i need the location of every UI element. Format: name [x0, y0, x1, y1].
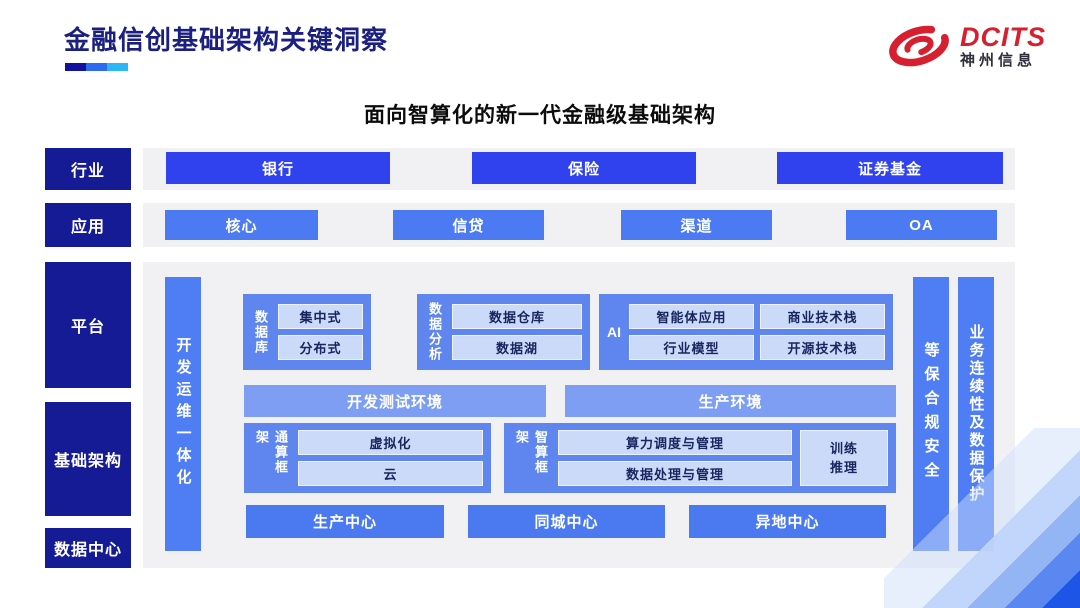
ai-group-label: AI	[607, 324, 621, 340]
sidebar-item-infrastructure: 基础架构	[45, 402, 131, 516]
ai-item-opensource-stack: 开源技术栈	[760, 335, 885, 360]
general-compute-label: 通算框架	[254, 430, 288, 475]
database-items: 集中式 分布式	[278, 301, 363, 363]
database-group: 数据库 集中式 分布式	[243, 294, 371, 370]
analytics-group-label: 数据分析	[427, 302, 442, 362]
pillar-business-continuity: 业务连续性及数据保护	[958, 277, 994, 551]
sidebar-item-application: 应用	[45, 203, 131, 247]
ai-item-commercial-stack: 商业技术栈	[760, 304, 885, 329]
page-title: 金融信创基础架构关键洞察	[64, 25, 389, 55]
industry-box-insurance: 保险	[472, 152, 696, 184]
database-item-centralized: 集中式	[278, 304, 363, 329]
app-box-core: 核心	[165, 210, 318, 240]
analytics-group: 数据分析 数据仓库 数据湖	[417, 294, 590, 370]
underline-segment-blue	[86, 63, 107, 71]
app-box-channel: 渠道	[621, 210, 772, 240]
datacenter-box-production: 生产中心	[246, 505, 444, 538]
database-group-label: 数据库	[253, 309, 268, 355]
industry-box-securities: 证券基金	[777, 152, 1003, 184]
ai-compute-group: 智算框架 算力调度与管理 数据处理与管理 训练推理	[504, 423, 896, 493]
underline-segment-cyan	[107, 63, 128, 71]
pillar-devops: 开发运维一体化	[165, 277, 201, 551]
underline-segment-dark	[65, 63, 86, 71]
general-compute-group: 通算框架 虚拟化 云	[244, 423, 491, 493]
ai-compute-item-data-processing: 数据处理与管理	[558, 461, 792, 486]
ai-item-industry-model: 行业模型	[629, 335, 754, 360]
analytics-items: 数据仓库 数据湖	[452, 301, 582, 363]
env-bar-production: 生产环境	[565, 385, 896, 417]
title-underline-decoration	[65, 63, 128, 71]
datacenter-box-remote: 异地中心	[689, 505, 886, 538]
ai-compute-items: 算力调度与管理 数据处理与管理	[558, 430, 792, 486]
app-box-credit: 信贷	[393, 210, 544, 240]
ai-compute-item-scheduling: 算力调度与管理	[558, 430, 792, 455]
ai-item-agent-app: 智能体应用	[629, 304, 754, 329]
ai-group: AI 智能体应用 商业技术栈 行业模型 开源技术栈	[599, 294, 893, 370]
logo-company: 神州信息	[960, 52, 1037, 70]
train-inference-label: 训练推理	[829, 440, 858, 476]
ai-compute-item-train-inference: 训练推理	[800, 430, 888, 486]
diagram-title: 面向智算化的新一代金融级基础架构	[364, 104, 716, 127]
industry-box-bank: 银行	[166, 152, 390, 184]
database-item-distributed: 分布式	[278, 335, 363, 360]
env-bar-dev-test: 开发测试环境	[244, 385, 546, 417]
logo-text: DCITS 神州信息	[960, 23, 1046, 69]
dcits-swirl-icon	[889, 25, 949, 67]
ai-compute-label: 智算框架	[514, 430, 548, 475]
analytics-item-lake: 数据湖	[452, 335, 582, 360]
ai-items: 智能体应用 商业技术栈 行业模型 开源技术栈	[629, 304, 885, 360]
company-logo: DCITS 神州信息	[886, 18, 1046, 74]
sidebar-item-datacenter: 数据中心	[45, 528, 131, 568]
general-compute-item-cloud: 云	[298, 461, 483, 486]
general-compute-item-virtualization: 虚拟化	[298, 430, 483, 455]
datacenter-box-same-city: 同城中心	[468, 505, 665, 538]
sidebar-item-industry: 行业	[45, 148, 131, 190]
app-box-oa: OA	[846, 210, 997, 240]
pillar-security-compliance: 等保合规安全	[913, 277, 949, 551]
logo-brand: DCITS	[960, 21, 1046, 52]
sidebar-item-platform: 平台	[45, 262, 131, 388]
general-compute-items: 虚拟化 云	[298, 430, 483, 486]
analytics-item-warehouse: 数据仓库	[452, 304, 582, 329]
